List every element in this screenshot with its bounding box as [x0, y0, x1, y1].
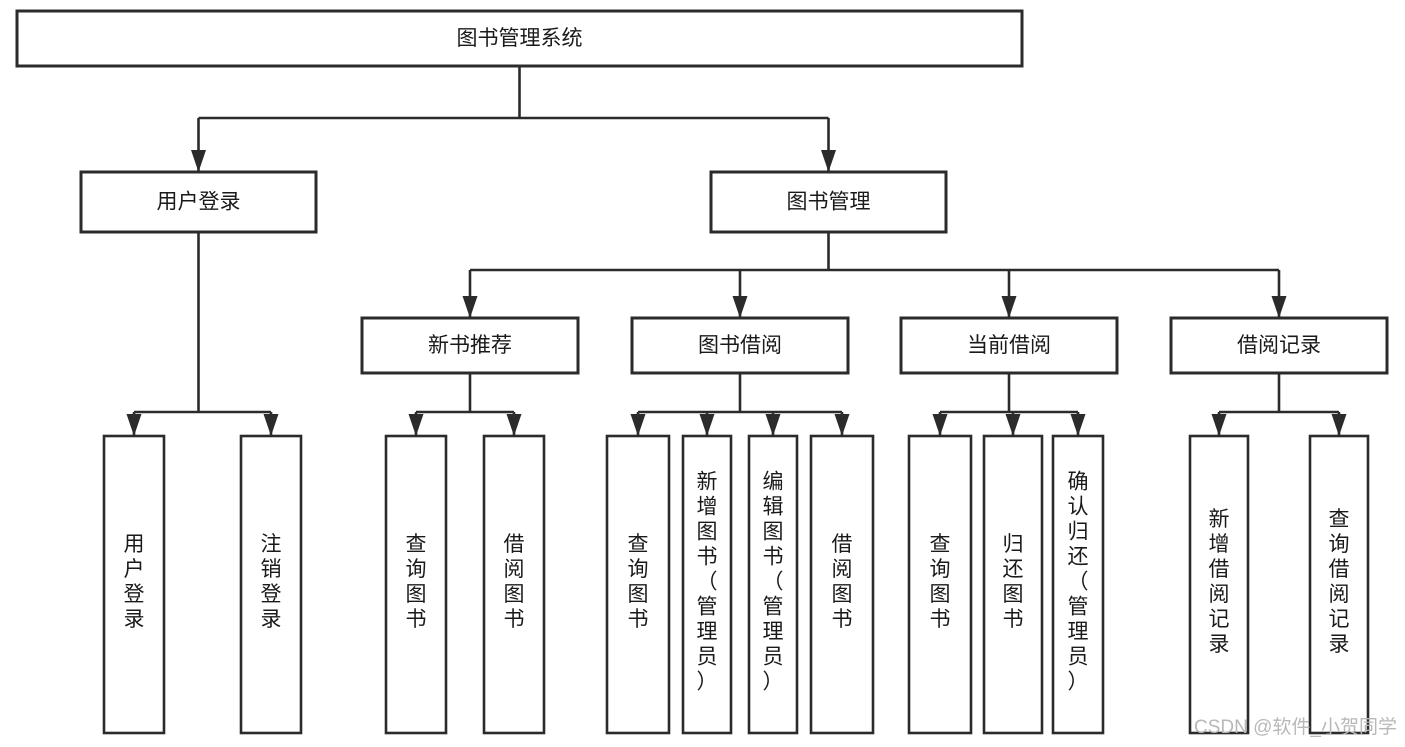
- node-label: 借阅图书: [832, 533, 853, 631]
- node-leaf-4[interactable]: 查询图书: [605, 434, 671, 735]
- arrow-head-icon: [462, 296, 478, 318]
- node-label: 确认归还（管理员）: [1068, 471, 1089, 694]
- node-rect[interactable]: [907, 434, 973, 735]
- node-rect[interactable]: [239, 434, 303, 735]
- node-rect[interactable]: [102, 434, 166, 735]
- node-label: 用户登录: [124, 533, 145, 631]
- node-label: 新增借阅记录: [1209, 508, 1230, 656]
- node-label: 图书借阅: [698, 334, 782, 357]
- arrow-head-icon: [263, 414, 279, 436]
- node-l3-1[interactable]: 图书借阅: [630, 316, 850, 375]
- node-rect[interactable]: [1188, 434, 1250, 735]
- arrow-head-icon: [1070, 414, 1086, 436]
- node-rect[interactable]: [709, 170, 948, 234]
- node-l3-0[interactable]: 新书推荐: [360, 316, 580, 375]
- arrow-head-icon: [1005, 414, 1021, 436]
- node-label: 归还图书: [1003, 533, 1024, 631]
- arrow-head-icon: [1211, 414, 1227, 436]
- node-label: 查询借阅记录: [1329, 508, 1350, 656]
- node-leaf-12[interactable]: 查询借阅记录: [1308, 434, 1370, 735]
- node-l2-0[interactable]: 用户登录: [79, 170, 318, 234]
- node-boxes: 图书管理系统用户登录图书管理新书推荐图书借阅当前借阅借阅记录用户登录注销登录查询…: [15, 9, 1389, 735]
- node-label: 用户登录: [157, 191, 241, 214]
- node-label: 查询图书: [930, 533, 951, 631]
- node-leaf-3[interactable]: 借阅图书: [482, 434, 546, 735]
- node-label: 新增图书（管理员）: [697, 471, 718, 694]
- node-leaf-9[interactable]: 归还图书: [982, 434, 1044, 735]
- arrow-head-icon: [932, 414, 948, 436]
- node-leaf-5[interactable]: 新增图书（管理员）: [681, 434, 733, 735]
- node-label: 借阅记录: [1237, 334, 1321, 357]
- node-label: 编辑图书（管理员）: [763, 471, 784, 694]
- node-leaf-0[interactable]: 用户登录: [102, 434, 166, 735]
- connector-lines: [126, 66, 1347, 436]
- node-rect[interactable]: [982, 434, 1044, 735]
- node-rect[interactable]: [899, 316, 1119, 375]
- node-label: 图书管理系统: [457, 27, 583, 50]
- node-root-0[interactable]: 图书管理系统: [15, 9, 1024, 68]
- arrow-head-icon: [699, 414, 715, 436]
- arrow-head-icon: [821, 150, 836, 172]
- node-rect[interactable]: [605, 434, 671, 735]
- arrow-head-icon: [126, 414, 142, 436]
- node-leaf-6[interactable]: 编辑图书（管理员）: [747, 434, 799, 735]
- arrow-head-icon: [408, 414, 424, 436]
- arrow-head-icon: [765, 414, 781, 436]
- node-label: 注销登录: [261, 533, 282, 631]
- node-leaf-7[interactable]: 借阅图书: [809, 434, 875, 735]
- node-leaf-10[interactable]: 确认归还（管理员）: [1051, 434, 1105, 735]
- arrow-head-icon: [630, 414, 646, 436]
- arrow-head-icon: [506, 414, 522, 436]
- node-label: 当前借阅: [967, 334, 1051, 357]
- node-rect[interactable]: [482, 434, 546, 735]
- node-label: 借阅图书: [504, 533, 525, 631]
- node-rect[interactable]: [809, 434, 875, 735]
- node-label: 图书管理: [787, 191, 871, 214]
- node-label: 新书推荐: [428, 334, 512, 357]
- node-l3-3[interactable]: 借阅记录: [1169, 316, 1389, 375]
- arrow-head-icon: [1331, 414, 1347, 436]
- node-label: 查询图书: [406, 533, 427, 631]
- node-rect[interactable]: [79, 170, 318, 234]
- node-rect[interactable]: [15, 9, 1024, 68]
- node-leaf-1[interactable]: 注销登录: [239, 434, 303, 735]
- node-l2-1[interactable]: 图书管理: [709, 170, 948, 234]
- arrow-head-icon: [732, 296, 748, 318]
- node-rect[interactable]: [360, 316, 580, 375]
- arrow-head-icon: [1001, 296, 1017, 318]
- csdn-watermark: CSDN @软件_小贺同学: [1194, 716, 1397, 738]
- node-leaf-11[interactable]: 新增借阅记录: [1188, 434, 1250, 735]
- arrow-head-icon: [191, 150, 206, 172]
- node-rect[interactable]: [1051, 434, 1105, 735]
- node-rect[interactable]: [747, 434, 799, 735]
- node-label: 查询图书: [628, 533, 649, 631]
- node-leaf-8[interactable]: 查询图书: [907, 434, 973, 735]
- node-l3-2[interactable]: 当前借阅: [899, 316, 1119, 375]
- node-leaf-2[interactable]: 查询图书: [384, 434, 448, 735]
- node-rect[interactable]: [384, 434, 448, 735]
- arrow-head-icon: [834, 414, 850, 436]
- node-rect[interactable]: [681, 434, 733, 735]
- node-rect[interactable]: [1308, 434, 1370, 735]
- arrow-head-icon: [1271, 296, 1287, 318]
- node-rect[interactable]: [1169, 316, 1389, 375]
- node-rect[interactable]: [630, 316, 850, 375]
